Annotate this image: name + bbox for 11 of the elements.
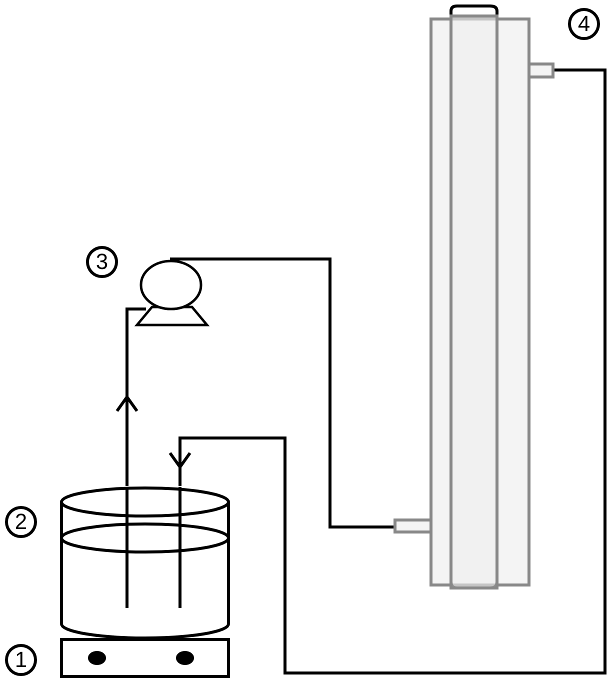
- callout-number: 3: [86, 246, 118, 278]
- chromatography-column-drawing: [395, 4, 557, 590]
- tube-line: [170, 258, 395, 528]
- callout-number: 1: [5, 644, 37, 676]
- callout-number: 2: [5, 506, 37, 538]
- pump-drawing: [134, 259, 210, 329]
- tube-line: [116, 308, 148, 488]
- beaker-drawing: [60, 486, 230, 640]
- callout-number: 4: [568, 8, 600, 40]
- tube-line: [168, 68, 606, 674]
- stirrer-plate-drawing: [60, 638, 230, 678]
